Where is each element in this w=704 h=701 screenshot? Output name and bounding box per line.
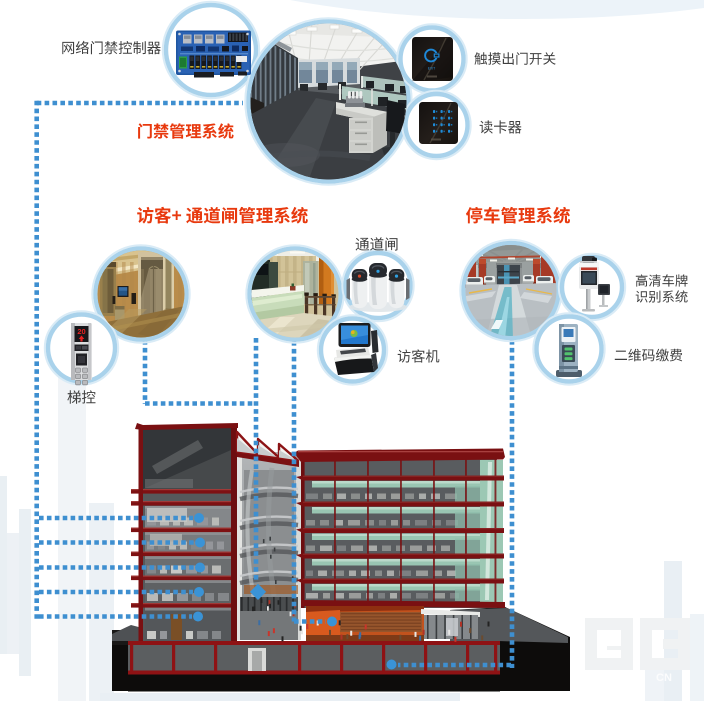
- svg-text:CN: CN: [656, 672, 672, 684]
- svg-text:EXIT: EXIT: [428, 67, 436, 71]
- svg-text:20: 20: [77, 327, 85, 336]
